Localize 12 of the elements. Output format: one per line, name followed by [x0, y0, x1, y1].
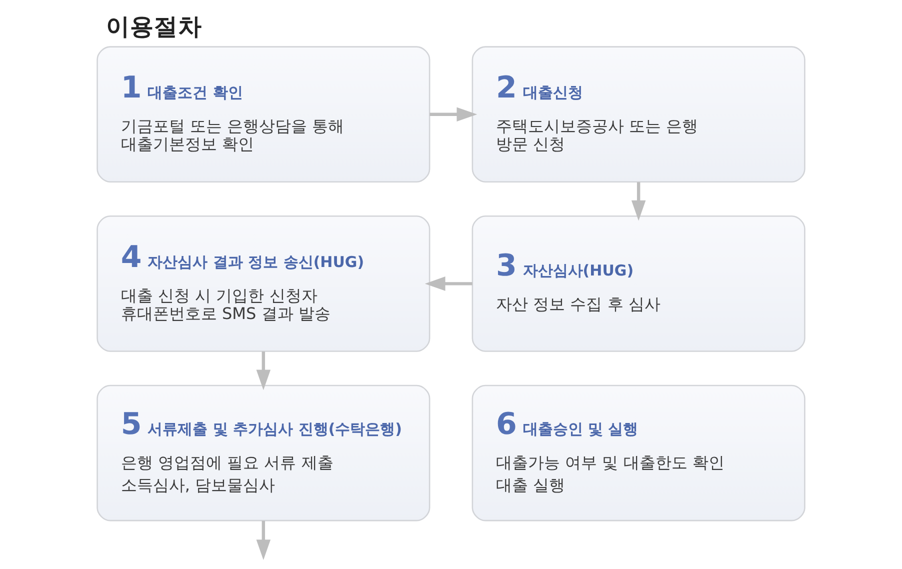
node-box: 2 대출신청 주택도시보증공사 또는 은행 방문 신청	[472, 46, 806, 183]
arrow	[631, 182, 646, 221]
arrow	[424, 276, 472, 291]
node-box: 1 대출조건 확인 기금포털 또는 은행상담을 통해 대출기본정보 확인	[96, 46, 430, 183]
diagram-title: 이용절차	[106, 12, 202, 41]
node-box: 4 자산심사 결과 정보 송신(HUG) 대출 신청 시 기입한 신청자 휴대폰번호로 SMS 결과 발송	[96, 216, 430, 352]
node-box: 6 대출승인 및 실행 대출가능 여부 및 대출한도 확인 대출 실행	[472, 384, 806, 522]
arrow	[256, 352, 271, 390]
node-box: 3 자산심사(HUG) 자산 정보 수집 후 심사	[472, 216, 806, 352]
node-box: 5 서류제출 및 추가심사 진행(수탁은행) 은행 영업점에 필요 서류 제출 소득심사, 담보물심사	[96, 384, 430, 522]
arrow	[256, 520, 271, 560]
arrow	[430, 107, 478, 122]
